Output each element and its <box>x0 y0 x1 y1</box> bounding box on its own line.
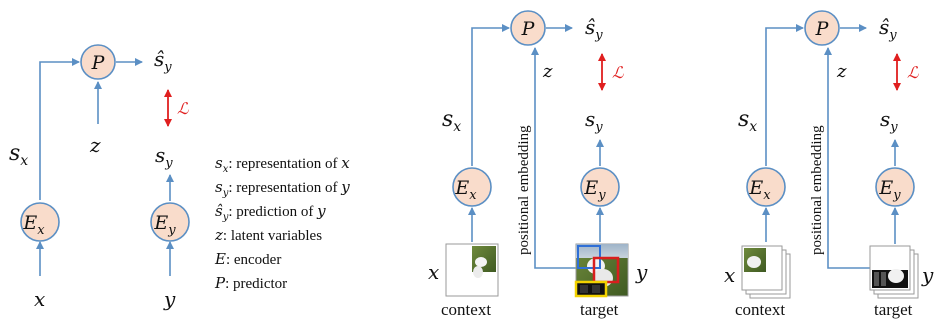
context-encoder-node <box>452 167 492 207</box>
latent-label: z <box>836 61 847 82</box>
context-caption: context <box>441 300 491 319</box>
svg-text:ŝy: ŝy <box>879 15 897 43</box>
prediction-subscript: y <box>888 28 897 43</box>
positional-embedding-label: positional embedding <box>809 125 825 255</box>
target-encoder-node <box>150 202 190 242</box>
positional-embedding-label: positional embedding <box>516 125 532 255</box>
svg-text:ŝy: ŝy <box>154 47 172 75</box>
latent-label: z <box>89 133 101 157</box>
context-caption: context <box>735 300 785 319</box>
latent-label: z <box>542 61 553 82</box>
encoder-label: E <box>583 177 598 199</box>
target-video <box>869 245 919 299</box>
legend-item: z: latent variables <box>214 226 322 244</box>
target-input-label: y <box>635 260 648 284</box>
context-input-label: x <box>34 287 45 311</box>
encoder-label: E <box>454 177 469 199</box>
encoder-subscript: y <box>892 188 901 203</box>
legend-item: E: encoder <box>214 250 281 268</box>
legend: sx: representation of x sy: representati… <box>214 154 350 292</box>
context-rep-label: s <box>9 141 20 166</box>
svg-text:sx: sx <box>9 141 28 169</box>
context-rep-subscript: x <box>453 119 461 135</box>
prediction-label: ŝ <box>879 15 889 39</box>
prediction-subscript: y <box>163 60 172 75</box>
target-image <box>574 243 629 298</box>
context-input-label: x <box>428 260 439 284</box>
legend-item: ŝy: prediction of y <box>215 202 326 223</box>
legend-item: sy: representation of y <box>215 178 350 199</box>
encoder-subscript: y <box>597 188 606 203</box>
loss-label: ℒ <box>612 63 624 82</box>
context-to-predictor-arrow <box>39 58 80 200</box>
target-input-label: y <box>163 287 176 311</box>
context-encoder-node <box>746 167 786 207</box>
legend-item: sx: representation of x <box>215 154 350 175</box>
target-caption: target <box>580 300 619 319</box>
svg-text:sy: sy <box>585 107 603 135</box>
legend-item: P: predictor <box>214 274 287 292</box>
predictor-node <box>510 10 546 46</box>
encoder-label: E <box>22 212 37 234</box>
svg-text:Ex: Ex <box>22 212 45 238</box>
panel-image: P Ex Ey ŝy ℒ sy z sx positional embeddin… <box>428 10 648 319</box>
predictor-label: P <box>521 18 536 40</box>
svg-text:Ex: Ex <box>454 177 477 203</box>
prediction-subscript: y <box>594 28 603 43</box>
target-caption: target <box>874 300 913 319</box>
context-to-predictor-arrow <box>765 24 804 166</box>
context-input-label: x <box>724 263 735 287</box>
svg-text:Ey: Ey <box>583 177 606 203</box>
context-rep-label: s <box>738 107 749 132</box>
loss-label: ℒ <box>177 99 189 118</box>
svg-text:sy: sy <box>155 143 173 171</box>
svg-text:sx: sx <box>442 107 461 135</box>
encoder-subscript: x <box>37 223 45 238</box>
encoder-subscript: x <box>469 188 477 203</box>
prediction-label: ŝ <box>154 47 164 71</box>
panel-basic: P Ex Ey ŝy ℒ sy z sx x y <box>9 44 190 311</box>
predictor-node <box>804 10 840 46</box>
context-rep-label: s <box>442 107 453 132</box>
target-rep-subscript: y <box>889 120 898 135</box>
target-encoder-node <box>875 167 915 207</box>
encoder-subscript: y <box>167 223 176 238</box>
encoder-label: E <box>153 212 168 234</box>
predictor-label: P <box>91 52 106 74</box>
prediction-label: ŝ <box>585 15 595 39</box>
context-rep-subscript: x <box>20 153 28 169</box>
positional-embedding-arrow <box>824 47 870 269</box>
target-rep-subscript: y <box>594 120 603 135</box>
svg-text:Ex: Ex <box>748 177 771 203</box>
target-rep-label: s <box>880 107 890 131</box>
target-rep-subscript: y <box>164 156 173 171</box>
target-rep-label: s <box>585 107 595 131</box>
context-encoder-node <box>20 202 60 242</box>
predictor-label: P <box>815 18 830 40</box>
encoder-label: E <box>748 177 763 199</box>
target-encoder-node <box>580 167 620 207</box>
context-video <box>741 245 791 299</box>
encoder-label: E <box>878 177 893 199</box>
context-to-predictor-arrow <box>471 24 510 166</box>
encoder-subscript: x <box>763 188 771 203</box>
panel-video: P Ex Ey ŝy ℒ sy z sx positional embeddin… <box>724 10 934 319</box>
target-rep-label: s <box>155 143 165 167</box>
svg-text:sy: sy <box>880 107 898 135</box>
context-image <box>445 243 499 297</box>
positional-embedding-arrow <box>531 47 578 269</box>
loss-label: ℒ <box>907 63 919 82</box>
svg-text:Ey: Ey <box>153 212 176 238</box>
target-input-label: y <box>921 263 934 287</box>
context-rep-subscript: x <box>749 119 757 135</box>
svg-text:sx: sx <box>738 107 757 135</box>
svg-text:Ey: Ey <box>878 177 901 203</box>
svg-text:ŝy: ŝy <box>585 15 603 43</box>
predictor-node <box>80 44 116 80</box>
